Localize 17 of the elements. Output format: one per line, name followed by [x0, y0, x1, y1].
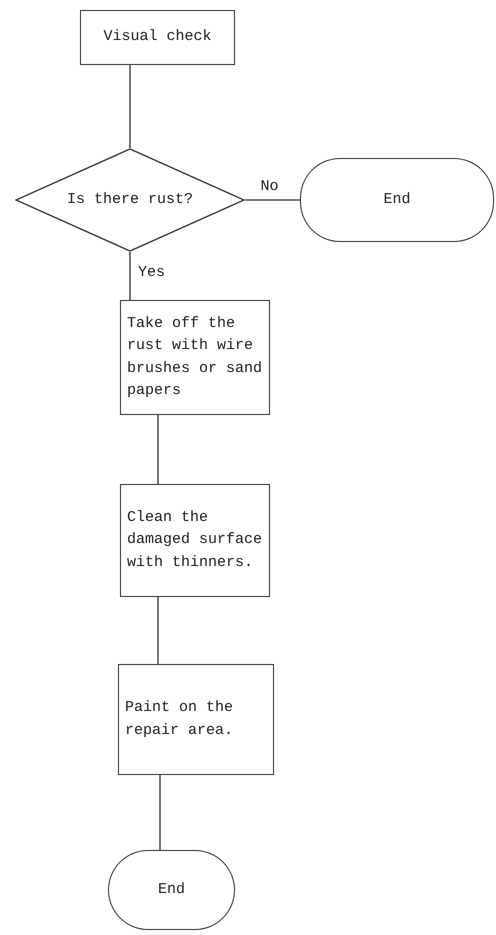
node-text: Visual check: [103, 28, 212, 46]
connector-line: [245, 199, 300, 201]
connector-line: [129, 65, 131, 148]
node-text: Paint on the repair area.: [125, 699, 234, 738]
node-text: Clean the damaged surface with thinners.: [127, 508, 262, 571]
node-text: Take off the rust with wire brushes or sand papers: [127, 314, 262, 399]
node-text: End: [383, 190, 410, 210]
process-box: [118, 664, 274, 775]
connector-line: [159, 775, 161, 850]
process-box: [120, 484, 270, 597]
connector-line: [157, 597, 159, 664]
process-box: [120, 300, 270, 415]
process-box: [80, 10, 235, 65]
node-text: End: [158, 880, 185, 900]
connector-line: [129, 252, 131, 300]
connector-line: [157, 415, 159, 484]
node-text: Is there rust?: [66, 190, 194, 210]
